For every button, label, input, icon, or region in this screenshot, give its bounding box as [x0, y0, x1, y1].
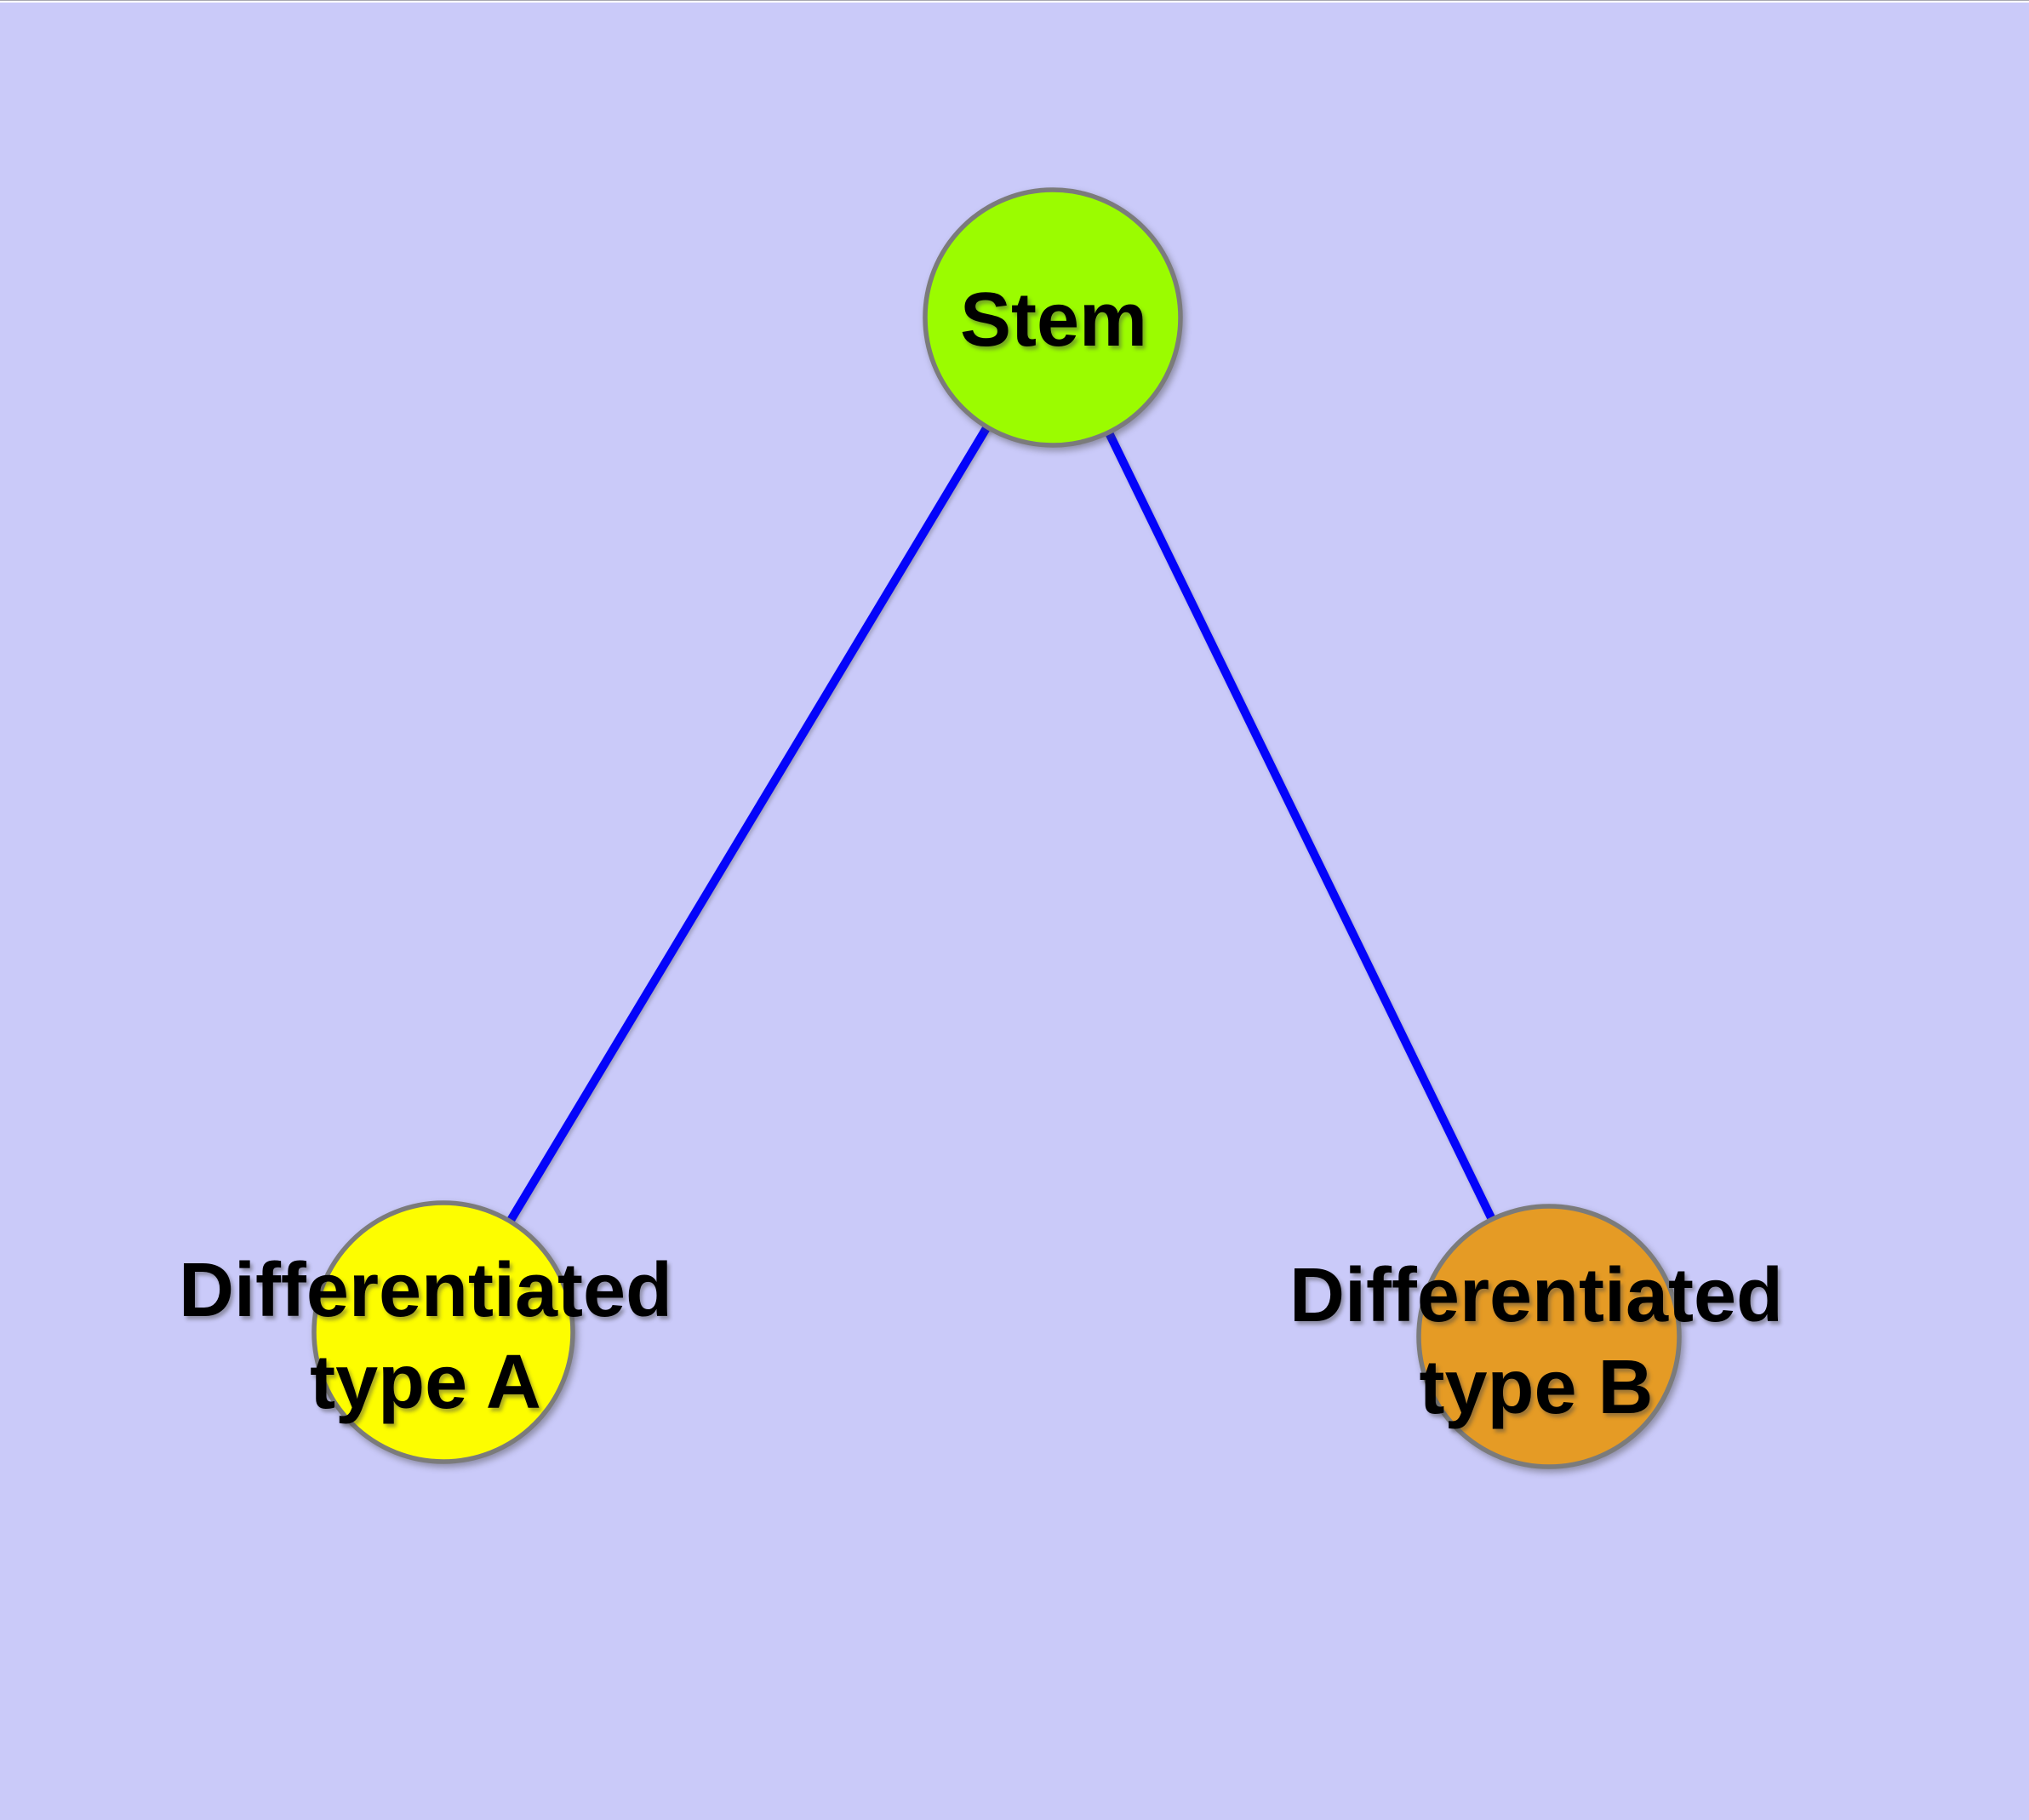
- differentiated-type-b-node-label: Differentiated type B: [1153, 1250, 1919, 1434]
- type-b-label-line2: type B: [1419, 1345, 1654, 1430]
- edges-layer: [439, 315, 1553, 1339]
- type-a-label-line2: type A: [310, 1340, 541, 1425]
- nodes-layer: [311, 187, 1682, 1469]
- edge-stem-to-diff-b: [1049, 315, 1553, 1339]
- stem-node-circle: [923, 187, 1183, 448]
- edge-stem-to-diff-a: [439, 315, 1057, 1335]
- stem-label-text: Stem: [959, 278, 1148, 363]
- diff-b-node-circle: [1416, 1204, 1682, 1469]
- diagram-canvas: Stem Differentiated type A Differentiate…: [0, 3, 2029, 1820]
- type-b-label-line1: Differentiated: [1289, 1253, 1784, 1338]
- window-top-hairline: [0, 0, 2029, 1]
- graph-svg: [311, 187, 1682, 1469]
- diff-a-node-circle: [311, 1200, 575, 1464]
- differentiated-type-a-node-label: Differentiated type A: [43, 1245, 809, 1428]
- type-a-label-line1: Differentiated: [178, 1248, 673, 1333]
- stem-node-label: Stem: [713, 274, 1394, 366]
